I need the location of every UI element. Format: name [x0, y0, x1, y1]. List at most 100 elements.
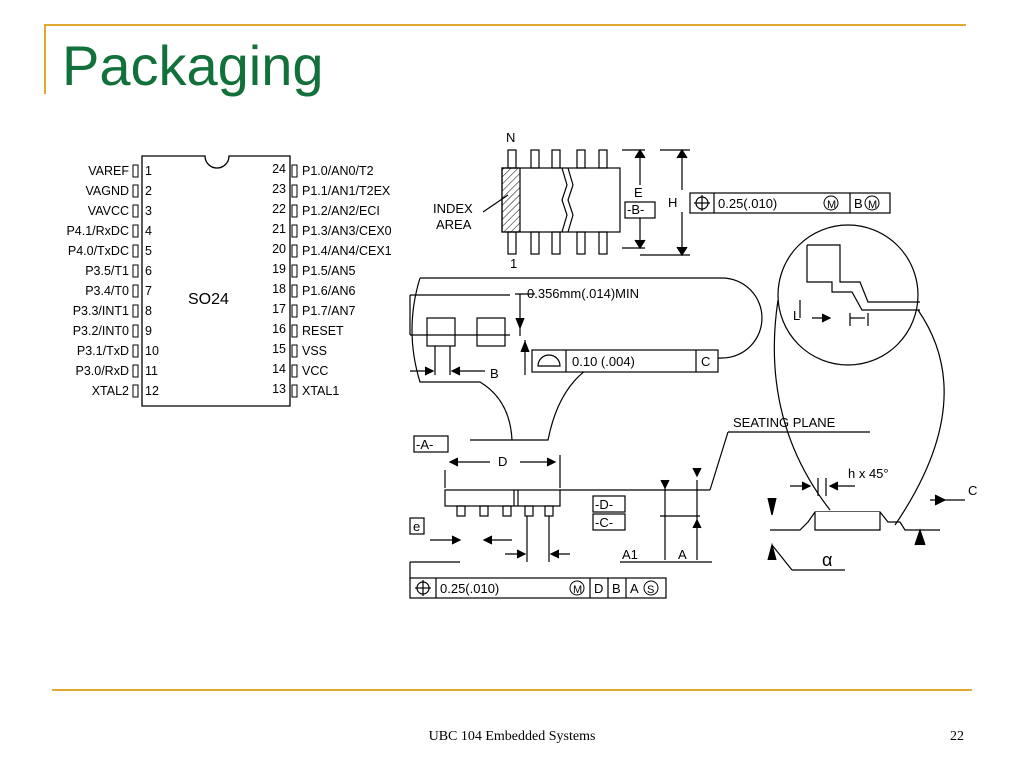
dim-a-label: A	[678, 547, 687, 562]
datum-c-label: -C-	[595, 515, 613, 530]
side-view	[409, 431, 870, 580]
pin-lead	[291, 284, 298, 298]
circle-modifier-icon	[569, 580, 585, 596]
left-pin-number: 5	[145, 244, 152, 258]
tol-bottom-value: 0.25(.010)	[440, 581, 499, 596]
left-pin-label: VAGND	[85, 184, 129, 198]
left-pin-number: 12	[145, 384, 159, 398]
pin-lead	[291, 204, 298, 218]
tol-top-ref: B	[854, 196, 863, 211]
right-pin-number: 15	[272, 342, 286, 356]
left-pin-number: 9	[145, 324, 152, 338]
right-pin-number: 13	[272, 382, 286, 396]
pin-lead	[132, 184, 139, 198]
right-pin-number: 21	[272, 222, 286, 236]
index-area-label: INDEX	[433, 201, 473, 216]
left-pin-number: 3	[145, 204, 152, 218]
title-accent-line	[44, 24, 966, 26]
left-pin-label: VAVCC	[88, 204, 129, 218]
pin-lead	[132, 264, 139, 278]
left-pin-label: P4.1/RxDC	[66, 224, 129, 238]
tol-top-modifier: M	[827, 199, 836, 211]
right-pin-label: P1.6/AN6	[302, 284, 356, 298]
right-pin-label: P1.1/AN1/T2EX	[302, 184, 391, 198]
pin-lead	[291, 164, 298, 178]
right-pin-number: 19	[272, 262, 286, 276]
pin-lead	[132, 384, 139, 398]
dim-c-label: C	[968, 483, 977, 498]
right-pin-number: 18	[272, 282, 286, 296]
bottom-tolerance-frame	[409, 577, 667, 599]
footer-text: UBC 104 Embedded Systems	[428, 729, 596, 744]
pin-1-label: 1	[510, 256, 517, 271]
left-pin-number: 4	[145, 224, 152, 238]
chip-body	[141, 155, 291, 407]
left-pin-label: XTAL2	[92, 384, 129, 398]
pin-lead	[132, 224, 139, 238]
left-pin-label: P3.3/INT1	[73, 304, 129, 318]
pin-lead	[132, 244, 139, 258]
datum-b-label: -B-	[627, 202, 644, 217]
left-pin-label: P3.2/INT0	[73, 324, 129, 338]
circle-modifier-icon	[823, 195, 839, 211]
tol-bottom-ref-b: B	[612, 581, 621, 596]
right-pin-label: XTAL1	[302, 384, 339, 398]
pin-lead	[132, 204, 139, 218]
right-pin-number: 22	[272, 202, 286, 216]
dim-a1-label: A1	[622, 547, 638, 562]
circle-modifier-icon	[864, 195, 880, 211]
package-outline-drawing: N 1 INDEX AREA E -B- H 0.25(.010) M B M …	[409, 130, 977, 599]
pin-lead	[132, 364, 139, 378]
pin-lead	[132, 344, 139, 358]
pin-lead	[132, 324, 139, 338]
right-pin-number: 17	[272, 302, 286, 316]
left-pin-number: 2	[145, 184, 152, 198]
pin-lead	[291, 224, 298, 238]
left-pin-number: 10	[145, 344, 159, 358]
dim-d-label: D	[498, 454, 507, 469]
left-pin-label: VAREF	[88, 164, 129, 178]
pin-lead	[291, 184, 298, 198]
page-number: 22	[950, 729, 964, 744]
pin-lead	[132, 304, 139, 318]
seating-plane-label: SEATING PLANE	[733, 415, 836, 430]
dim-h-label: H	[668, 195, 677, 210]
left-pin-number: 11	[145, 364, 158, 378]
right-pin-number: 16	[272, 322, 286, 336]
right-pin-label: P1.7/AN7	[302, 304, 356, 318]
left-pin-number: 8	[145, 304, 152, 318]
pin-lead	[291, 384, 298, 398]
end-view	[767, 478, 965, 571]
dim-e-label: E	[634, 185, 643, 200]
right-pin-number: 14	[272, 362, 286, 376]
right-pin-label: VCC	[302, 364, 328, 378]
pin-lead	[291, 264, 298, 278]
slide-title: Packaging	[62, 34, 324, 97]
index-area-label-2: AREA	[436, 217, 472, 232]
chamfer-label: h x 45°	[848, 466, 889, 481]
pin-lead	[291, 344, 298, 358]
right-pin-label: P1.5/AN5	[302, 264, 356, 278]
tol-bottom-ref-d: D	[594, 581, 603, 596]
top-view	[482, 148, 690, 257]
pin-lead	[132, 164, 139, 178]
flatness-value: 0.10 (.004)	[572, 354, 635, 369]
right-pin-number: 20	[272, 242, 286, 256]
datum-d-label: -D-	[595, 497, 613, 512]
right-pin-label: RESET	[302, 324, 344, 338]
lead-detail-circle	[773, 224, 945, 526]
pin-lead	[291, 304, 298, 318]
flatness-ref: C	[701, 354, 710, 369]
tol-bottom-ref-a-modifier: S	[647, 584, 654, 596]
tol-top-value: 0.25(.010)	[718, 196, 777, 211]
left-pin-number: 1	[145, 164, 152, 178]
tol-top-ref-modifier: M	[868, 199, 877, 211]
lead-min-label: 0.356mm(.014)MIN	[527, 286, 639, 301]
left-pin-number: 6	[145, 264, 152, 278]
pin-lead	[291, 244, 298, 258]
dim-b-label: B	[490, 366, 499, 381]
right-pin-label: VSS	[302, 344, 327, 358]
pin-lead	[132, 284, 139, 298]
